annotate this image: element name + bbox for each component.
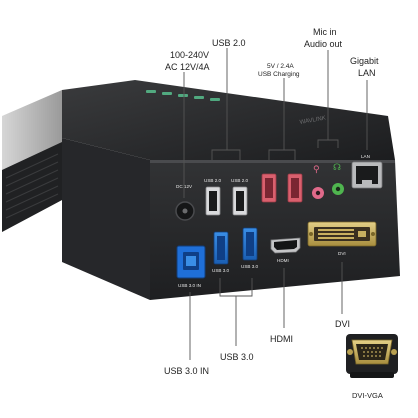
- hdmi-port: HDMI: [270, 237, 301, 263]
- charging-port-1: [261, 173, 277, 203]
- callout-dvi-vga: DVI-VGA: [352, 391, 383, 400]
- charging-port-2: [287, 173, 303, 203]
- front-edge-highlight: [150, 160, 395, 163]
- top-surface: [62, 80, 395, 160]
- port-label-dvi: DVI: [338, 251, 346, 256]
- status-leds: [146, 90, 220, 101]
- usb2-port-1: USB 2.0: [204, 178, 222, 216]
- callout-power-line1: 100-240V: [170, 50, 209, 60]
- callout-lines: [183, 48, 368, 360]
- port-label-hdmi: HDMI: [277, 258, 289, 263]
- dc-power-jack: DC 12V: [175, 184, 195, 221]
- vent-slots: [5, 153, 59, 219]
- callout-lan-line2: LAN: [358, 68, 376, 78]
- callout-hdmi: HDMI: [270, 334, 293, 344]
- callout-audio-line2: Audio out: [304, 39, 343, 49]
- lan-port: LAN: [351, 154, 383, 189]
- port-label-usb3-a: USB 3.0: [212, 268, 230, 273]
- usb3-in-port: USB 3.0 IN: [176, 245, 206, 288]
- port-label-usb2-a: USB 2.0: [204, 178, 222, 183]
- usb3-port-1: USB 3.0: [212, 231, 230, 273]
- port-label-lan: LAN: [361, 154, 370, 159]
- audio-out-jack: ☊: [332, 163, 344, 195]
- callout-power-line2: AC 12V/4A: [165, 62, 210, 72]
- port-label-usb2-b: USB 2.0: [231, 178, 249, 183]
- side-vent-panel: [2, 142, 62, 232]
- callout-lan-line1: Gigabit: [350, 56, 379, 66]
- mic-jack: ⚲: [312, 165, 324, 199]
- callout-usb3-in: USB 3.0 IN: [164, 366, 209, 376]
- port-label-dc: DC 12V: [176, 184, 193, 189]
- callout-dvi: DVI: [335, 319, 350, 329]
- port-label-usb3-in: USB 3.0 IN: [178, 283, 201, 288]
- usb3-port-2: USB 3.0: [241, 227, 259, 269]
- dvi-port: DVI: [307, 221, 377, 256]
- mic-icon: ⚲: [313, 165, 320, 175]
- callout-charging-line1: 5V / 2.4A: [267, 63, 294, 70]
- callout-usb3: USB 3.0: [220, 352, 254, 362]
- callout-audio-line1: Mic in: [313, 27, 337, 37]
- callout-usb2: USB 2.0: [212, 38, 246, 48]
- callout-charging-line2: USB Charging: [258, 71, 300, 78]
- headphone-icon: ☊: [333, 163, 341, 173]
- dvi-vga-adapter: [346, 334, 398, 378]
- brand-logo: WAVLINK: [299, 115, 326, 125]
- port-label-usb3-b: USB 3.0: [241, 264, 259, 269]
- left-face: [62, 138, 150, 300]
- usb2-port-2: USB 2.0: [231, 178, 249, 216]
